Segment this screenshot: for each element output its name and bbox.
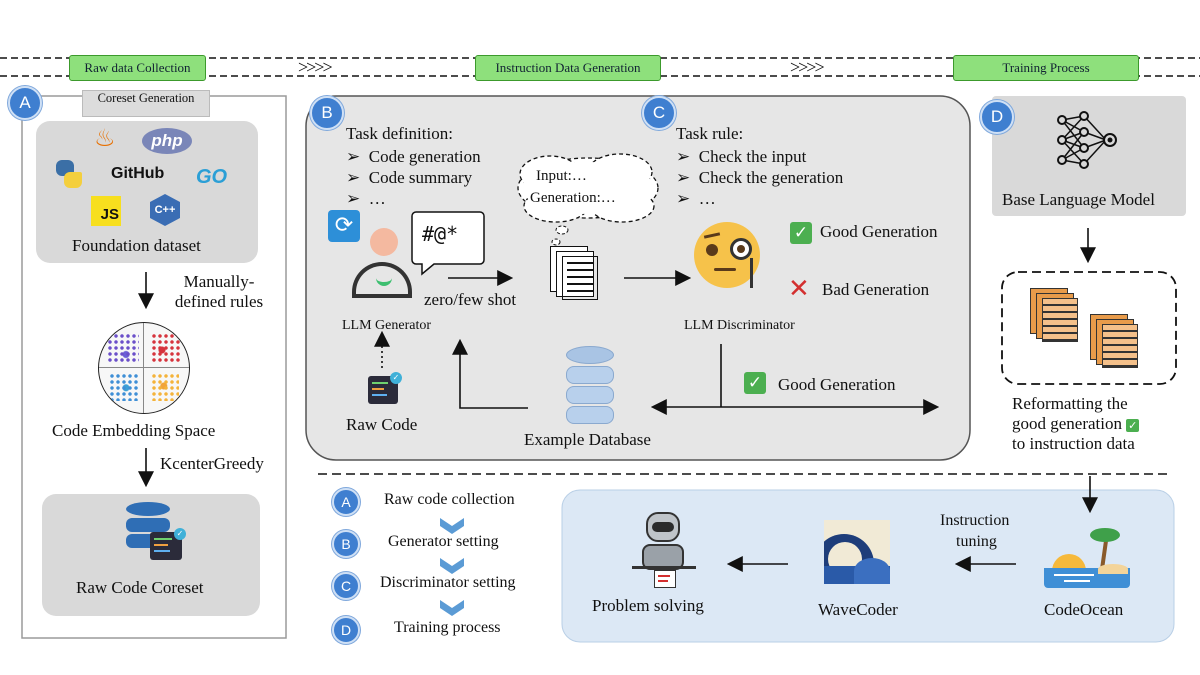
bubble-generation: Generation:… — [530, 190, 616, 206]
generator-label: LLM Generator — [342, 318, 432, 333]
code-window-icon: ✓ — [150, 528, 186, 560]
reformat-box — [1001, 271, 1177, 385]
panel-d-box — [992, 96, 1186, 216]
php-icon: php — [142, 128, 192, 154]
stage-training: Training Process — [953, 55, 1139, 81]
good-generation-label-2: Good Generation — [778, 375, 896, 394]
codeocean-label: CodeOcean — [1044, 600, 1124, 619]
embedding-label: Code Embedding Space — [52, 421, 216, 440]
legend-label-c: Discriminator setting — [380, 574, 516, 591]
badge-d: D — [980, 100, 1014, 134]
bad-generation-label: Bad Generation — [822, 280, 930, 299]
refresh-icon: ⟳ — [328, 210, 360, 242]
task-rule-title: Task rule: — [676, 124, 744, 143]
instruction-docs-icon-2 — [1090, 314, 1146, 370]
instruction-tuning-line-1: Instruction — [940, 512, 1010, 529]
java-icon: ♨ — [94, 124, 116, 152]
task-definition-item-2: ➢ Code summary — [346, 168, 473, 187]
reformat-line-3: to instruction data — [1012, 434, 1135, 453]
example-database-label: Example Database — [524, 430, 651, 449]
legend-badge-c: C — [332, 572, 360, 600]
badge-b: B — [310, 96, 344, 130]
example-database-icon — [566, 346, 614, 424]
stage-raw-data: Raw data Collection — [69, 55, 206, 81]
robot-icon — [632, 512, 696, 588]
base-model-label: Base Language Model — [1002, 190, 1155, 209]
task-definition-item-1: ➢ Code generation — [346, 147, 481, 166]
js-icon: JS — [91, 196, 121, 226]
raw-code-icon: ✓ — [368, 372, 402, 404]
raw-code-label: Raw Code — [346, 415, 418, 434]
wavecoder-icon — [824, 520, 890, 584]
documents-icon — [550, 246, 606, 302]
kcenter-label: KcenterGreedy — [160, 454, 264, 473]
foundation-label: Foundation dataset — [72, 236, 201, 255]
good-generation-label-1: Good Generation — [820, 222, 938, 241]
coreset-tab: Coreset Generation — [82, 90, 210, 117]
person-icon — [352, 228, 416, 304]
discriminator-face-icon — [694, 222, 760, 288]
badge-c: C — [642, 96, 676, 130]
rules-label: Manually-defined rules — [174, 272, 264, 311]
legend-label-a: Raw code collection — [384, 491, 515, 508]
bubble-input: Input:… — [536, 168, 587, 184]
problem-solving-label: Problem solving — [592, 596, 704, 615]
bad-cross-icon: ✕ — [788, 274, 810, 304]
legend-chevrons — [440, 518, 464, 616]
legend-badge-a: A — [332, 488, 360, 516]
task-rule-item-1: ➢ Check the input — [676, 147, 807, 166]
legend-badge-d: D — [332, 616, 360, 644]
badge-a: A — [8, 86, 42, 120]
reformat-line-2: good generation ✓ — [1012, 414, 1140, 433]
reformat-line-1: Reformatting the — [1012, 394, 1128, 413]
shot-label: zero/few shot — [424, 290, 517, 309]
task-rule-item-3: ➢ … — [676, 189, 716, 208]
python-icon — [56, 160, 82, 188]
stage-chevrons-2: >>>> — [790, 57, 825, 77]
instruction-docs-icon-1 — [1030, 288, 1086, 344]
embedding-sphere-icon — [98, 322, 190, 414]
neural-network-icon — [1057, 111, 1117, 169]
task-definition-item-3: ➢ … — [346, 189, 386, 208]
good-check-icon-2: ✓ — [744, 372, 766, 394]
stage-chevrons-1: >>>> — [298, 57, 333, 77]
github-icon: GitHub — [111, 165, 165, 182]
speech-bubble — [411, 211, 485, 276]
stage-instruction: Instruction Data Generation — [475, 55, 661, 81]
instruction-tuning-line-2: tuning — [956, 533, 997, 550]
discriminator-label: LLM Discriminator — [684, 318, 795, 333]
task-definition-title: Task definition: — [346, 124, 453, 143]
codeocean-icon — [1044, 524, 1130, 588]
good-check-icon: ✓ — [790, 222, 812, 244]
legend-label-d: Training process — [394, 619, 501, 636]
reformat-check-icon: ✓ — [1126, 418, 1140, 432]
wavecoder-label: WaveCoder — [818, 600, 898, 619]
coreset-label: Raw Code Coreset — [76, 578, 204, 597]
go-icon: GO — [196, 166, 228, 188]
legend-badge-b: B — [332, 530, 360, 558]
task-rule-item-2: ➢ Check the generation — [676, 168, 844, 187]
legend-label-b: Generator setting — [388, 533, 499, 550]
speech-symbols: #@* — [422, 222, 459, 246]
